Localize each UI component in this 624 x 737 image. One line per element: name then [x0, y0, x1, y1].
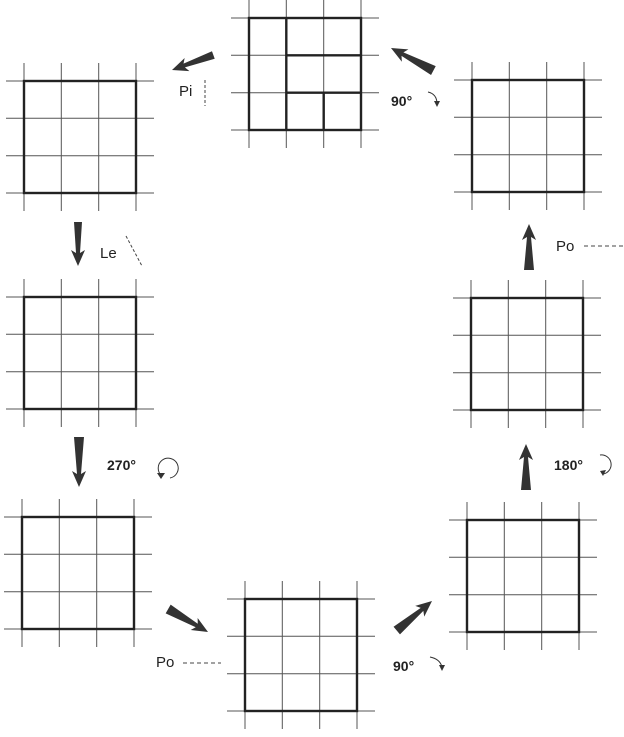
grid-left-top — [4, 61, 156, 213]
grid-right-middle — [451, 278, 603, 430]
arrow-to-top-center — [391, 48, 436, 75]
grid-bottom-center — [225, 579, 377, 731]
arrow-to-bottom-center — [165, 604, 208, 632]
arrow-to-right-bottom — [393, 601, 432, 635]
arrow-right-up-1 — [519, 444, 533, 490]
rotation-right-middle: 180° — [554, 457, 583, 473]
label-le: Le — [100, 245, 117, 262]
label-po-right: Po — [556, 238, 574, 255]
label-po-bottom: Po — [156, 654, 174, 671]
grid-left-middle — [4, 277, 156, 429]
grid-right-top — [452, 60, 604, 212]
arrow-left-down-2 — [72, 437, 86, 487]
arrow-left-down-1 — [71, 222, 85, 266]
grid-left-bottom — [2, 497, 154, 649]
arrow-to-left-top — [172, 51, 215, 72]
le-axis-marker — [125, 235, 143, 267]
arrow-right-up-2 — [522, 224, 536, 270]
label-pi: Pi — [179, 83, 192, 100]
grid-top-center — [229, 0, 381, 150]
rotate-cw-icon-right-middle — [599, 454, 612, 475]
rotation-left-middle: 270° — [107, 457, 136, 473]
rotate-ccw-icon-left-middle — [157, 457, 179, 479]
rotation-bottom-right: 90° — [393, 658, 414, 674]
grid-right-bottom — [447, 500, 599, 652]
rotation-top-right: 90° — [391, 93, 412, 109]
